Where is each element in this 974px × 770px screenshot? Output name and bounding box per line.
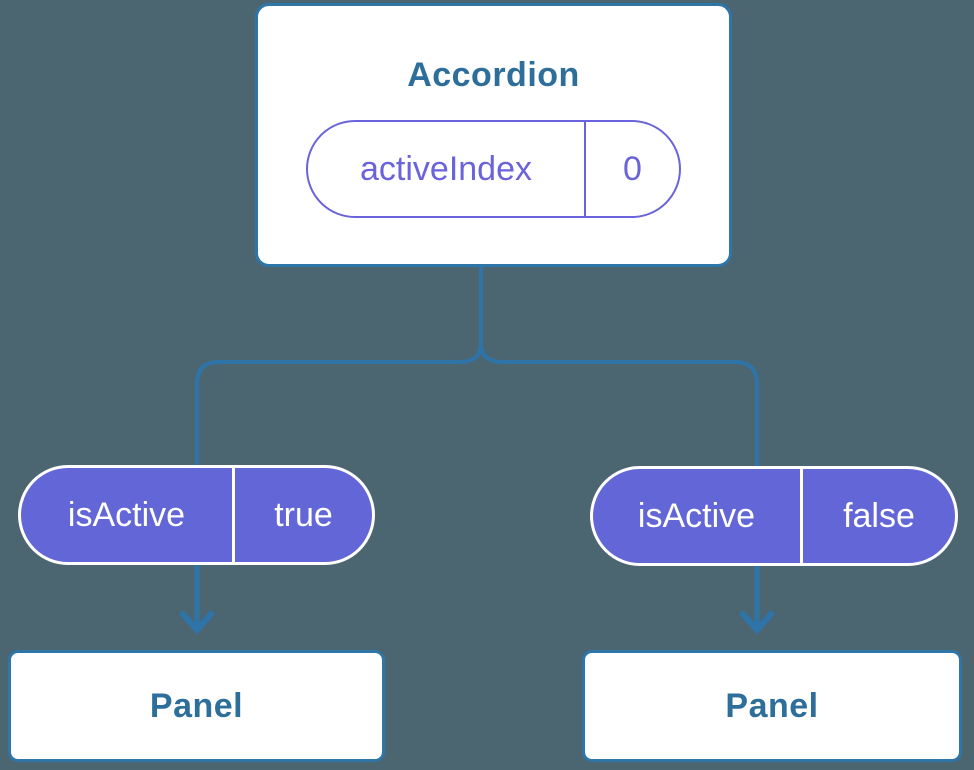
prop-pill-left: isActive true — [18, 465, 375, 565]
branch-left-connector-line — [195, 342, 483, 515]
prop-name: isActive — [67, 495, 186, 534]
prop-pill-right: isActive false — [590, 466, 958, 566]
panel-component-card-right: Panel — [582, 650, 962, 762]
panel-title: Panel — [149, 686, 244, 725]
state-name: activeIndex — [360, 149, 532, 188]
branch-right-connector-line — [479, 342, 759, 515]
pill-divider — [232, 468, 235, 562]
state-value: 0 — [623, 149, 642, 188]
prop-value: true — [274, 495, 333, 534]
prop-value: false — [843, 496, 915, 535]
state-pill: activeIndex 0 — [306, 120, 681, 218]
prop-name: isActive — [637, 496, 756, 535]
pill-divider — [800, 469, 803, 563]
panel-component-card-left: Panel — [8, 650, 385, 762]
pill-divider — [584, 122, 586, 216]
accordion-component-card: Accordion activeIndex 0 — [255, 3, 732, 267]
panel-title: Panel — [725, 686, 819, 725]
accordion-title: Accordion — [407, 56, 580, 94]
